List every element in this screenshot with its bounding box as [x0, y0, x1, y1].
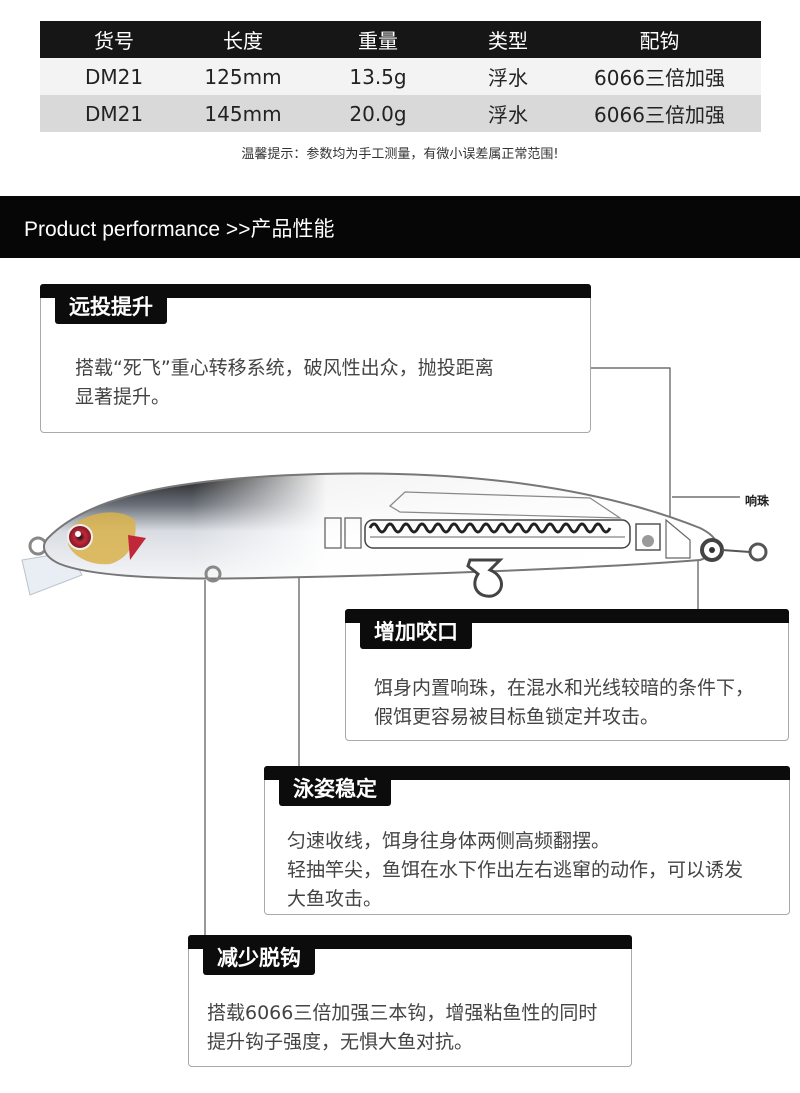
cell-type: 浮水 [488, 66, 528, 90]
header-hook: 配钩 [639, 29, 680, 53]
cell-hook: 6066三倍加强 [594, 103, 725, 127]
performance-banner: Product performance >>产品性能 [0, 196, 800, 258]
weight-spring [368, 522, 612, 534]
header-type: 类型 [488, 29, 528, 53]
feature-title: 减少脱钩 [203, 935, 315, 975]
connector-line-cast [591, 367, 671, 532]
header-length: 长度 [223, 29, 263, 53]
feature-title: 泳姿稳定 [279, 766, 391, 806]
cell-type: 浮水 [488, 103, 528, 127]
spec-table-header: 货号 长度 重量 类型 配钩 [40, 21, 761, 58]
feature-title: 远投提升 [55, 284, 167, 324]
header-item-no: 货号 [94, 29, 134, 53]
feature-description: 搭载“死飞”重心转移系统，破风性出众，抛投距离 显著提升。 [75, 357, 494, 408]
performance-banner-title: Product performance >>产品性能 [24, 218, 335, 241]
feature-box-stable-swim: 泳姿稳定 匀速收线，饵身往身体两侧高频翻摆。 轻抽竿尖，鱼饵在水下作出左右逃窜的… [264, 766, 790, 915]
front-hook-ring [204, 565, 222, 583]
feature-description: 搭载6066三倍加强三本钩，增强粘鱼性的同时 提升钩子强度，无惧大鱼对抗。 [207, 1002, 598, 1053]
cell-weight: 13.5g [349, 64, 407, 89]
header-weight: 重量 [358, 29, 398, 53]
cell-item-no: DM21 [84, 64, 144, 89]
table-row: DM21 125mm 13.5g 浮水 6066三倍加强 [40, 58, 761, 95]
feature-box-less-unhook: 减少脱钩 搭载6066三倍加强三本钩，增强粘鱼性的同时 提升钩子强度，无惧大鱼对… [188, 935, 632, 1067]
rattle-bead-label: 响珠 [745, 494, 770, 508]
feature-box-bite: 增加咬口 饵身内置响珠，在混水和光线较暗的条件下， 假饵更容易被目标鱼锁定并攻击… [345, 609, 789, 741]
feature-box-long-cast: 远投提升 搭载“死飞”重心转移系统，破风性出众，抛投距离 显著提升。 [40, 284, 591, 433]
cell-hook: 6066三倍加强 [594, 66, 725, 90]
table-row: DM21 145mm 20.0g 浮水 6066三倍加强 [40, 95, 761, 132]
spec-table: 货号 长度 重量 类型 配钩 DM21 125mm 13.5g 浮水 6066三… [40, 21, 761, 132]
weight-chamber [364, 519, 631, 549]
measurement-tip: 温馨提示：参数均为手工测量，有微小误差属正常范围! [241, 147, 559, 162]
rattle-bead-icon [642, 535, 654, 547]
lure-eye [67, 524, 93, 550]
cell-length: 125mm [204, 64, 282, 89]
feature-description: 匀速收线，饵身往身体两侧高频翻摆。 轻抽竿尖，鱼饵在水下作出左右逃窜的动作，可以… [287, 830, 744, 910]
belly-hook-eye [466, 558, 504, 598]
cell-item-no: DM21 [84, 101, 144, 126]
feature-title: 增加咬口 [360, 609, 472, 649]
rattle-bead-chamber [635, 523, 661, 551]
feature-description: 饵身内置响珠，在混水和光线较暗的条件下， 假饵更容易被目标鱼锁定并攻击。 [374, 677, 755, 728]
lure-illustration [21, 472, 768, 598]
cell-weight: 20.0g [349, 101, 407, 126]
cell-length: 145mm [204, 101, 282, 126]
lure-tail-ring [748, 542, 768, 562]
